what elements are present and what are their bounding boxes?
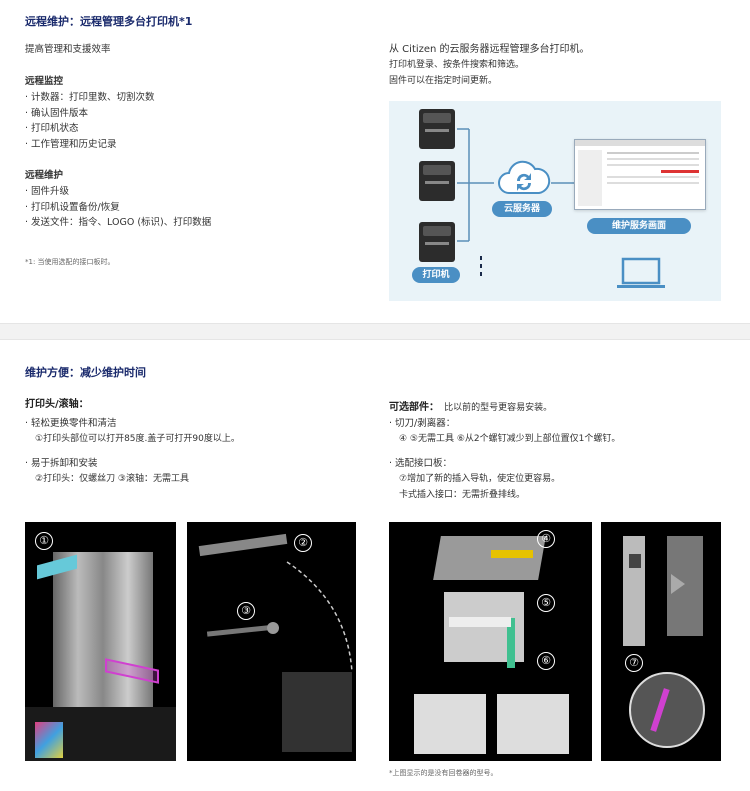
cutter-photo: ④ ⑤ ⑥ <box>389 522 592 761</box>
head-roller-detail: ①打印头部位可以打开85度.盖子可打开90度以上。 <box>35 434 240 444</box>
head-roller-item: 易于拆卸和安装 <box>25 456 98 472</box>
description-line: 固件可以在指定时间更新。 <box>389 75 498 86</box>
marker-1: ① <box>35 532 53 550</box>
maint-item: 发送文件：指令、LOGO (标识)、打印数据 <box>25 215 211 231</box>
maint-item: 打印机设置备份/恢复 <box>25 200 211 216</box>
printer-label: 打印机 <box>412 267 460 283</box>
monitor-item: 确认固件版本 <box>25 106 155 122</box>
options-detail: ④ ⑤无需工具 ⑥从2个螺钉减少到上部位置仅1个螺钉。 <box>399 434 621 444</box>
photo-footnote: *上图显示的是没有回卷器的型号。 <box>389 769 498 777</box>
head-roller-heading: 打印头/滚轴： <box>25 399 89 410</box>
printer-icon <box>419 161 455 201</box>
head-roller-photo: ② ③ <box>187 522 356 761</box>
printer-icon <box>419 222 455 262</box>
options-item: 选配接口板： <box>389 456 452 472</box>
head-roller-item: 轻松更换零件和清洁 <box>25 416 117 432</box>
interface-board-photo: ⑦ <box>601 522 721 761</box>
marker-3: ③ <box>237 602 255 620</box>
diagram-connectors <box>457 128 574 276</box>
marker-4: ④ <box>537 530 555 548</box>
remote-footnote: *1: 当使用选配的接口板时。 <box>25 258 115 266</box>
section-divider <box>0 323 750 340</box>
description-line: 打印机登录、按条件搜索和筛选。 <box>389 60 525 70</box>
options-item: 切刀/剥离器： <box>389 416 455 432</box>
cloud-server-label: 云服务器 <box>492 201 552 217</box>
marker-5: ⑤ <box>537 594 555 612</box>
remote-section-title: 远程维护：远程管理多台打印机*1 <box>25 15 193 28</box>
monitor-item: 计数器：打印里数、切割次数 <box>25 90 155 106</box>
maintenance-screen-image <box>574 139 706 210</box>
motion-arrow <box>286 561 353 673</box>
maintenance-screen-label: 维护服务画面 <box>587 218 691 234</box>
marker-2: ② <box>294 534 312 552</box>
options-detail: ⑦增加了新的插入导轨，使定位更容易。 <box>399 474 561 484</box>
remote-description: 从 Citizen 的云服务器远程管理多台打印机。 打印机登录、按条件搜索和筛选… <box>389 42 590 89</box>
monitor-item: 打印机状态 <box>25 121 155 137</box>
cloud-icon <box>498 160 551 194</box>
monitor-item: 工作管理和历史记录 <box>25 137 155 153</box>
monitor-list: 计数器：打印里数、切割次数 确认固件版本 打印机状态 工作管理和历史记录 <box>25 90 155 152</box>
remote-subtitle: 提高管理和支援效率 <box>25 44 111 55</box>
monitor-heading: 远程监控 <box>25 76 64 87</box>
maint-item: 固件升级 <box>25 184 211 200</box>
maint-list: 固件升级 打印机设置备份/恢复 发送文件：指令、LOGO (标识)、打印数据 <box>25 184 211 231</box>
print-head-photo: ① <box>25 522 176 761</box>
head-roller-detail: ②打印头：仅螺丝刀 ③滚轴：无需工具 <box>35 474 189 484</box>
marker-7: ⑦ <box>625 654 643 672</box>
options-heading: 可选部件： <box>389 402 439 413</box>
options-heading-note: 比以前的型号更容易安装。 <box>444 403 553 413</box>
cloud-diagram: 打印机 云服务器 维护服务画面 <box>389 101 721 301</box>
description-line: 从 Citizen 的云服务器远程管理多台打印机。 <box>389 44 590 55</box>
laptop-icon <box>617 257 665 288</box>
maint-heading: 远程维护 <box>25 170 64 181</box>
options-heading-row: 可选部件： 比以前的型号更容易安装。 <box>389 395 552 417</box>
options-detail: 卡式插入接口：无需折叠排线。 <box>399 490 526 500</box>
maintenance-section-title: 维护方便：减少维护时间 <box>25 366 146 379</box>
printer-icon <box>419 109 455 149</box>
marker-6: ⑥ <box>537 652 555 670</box>
